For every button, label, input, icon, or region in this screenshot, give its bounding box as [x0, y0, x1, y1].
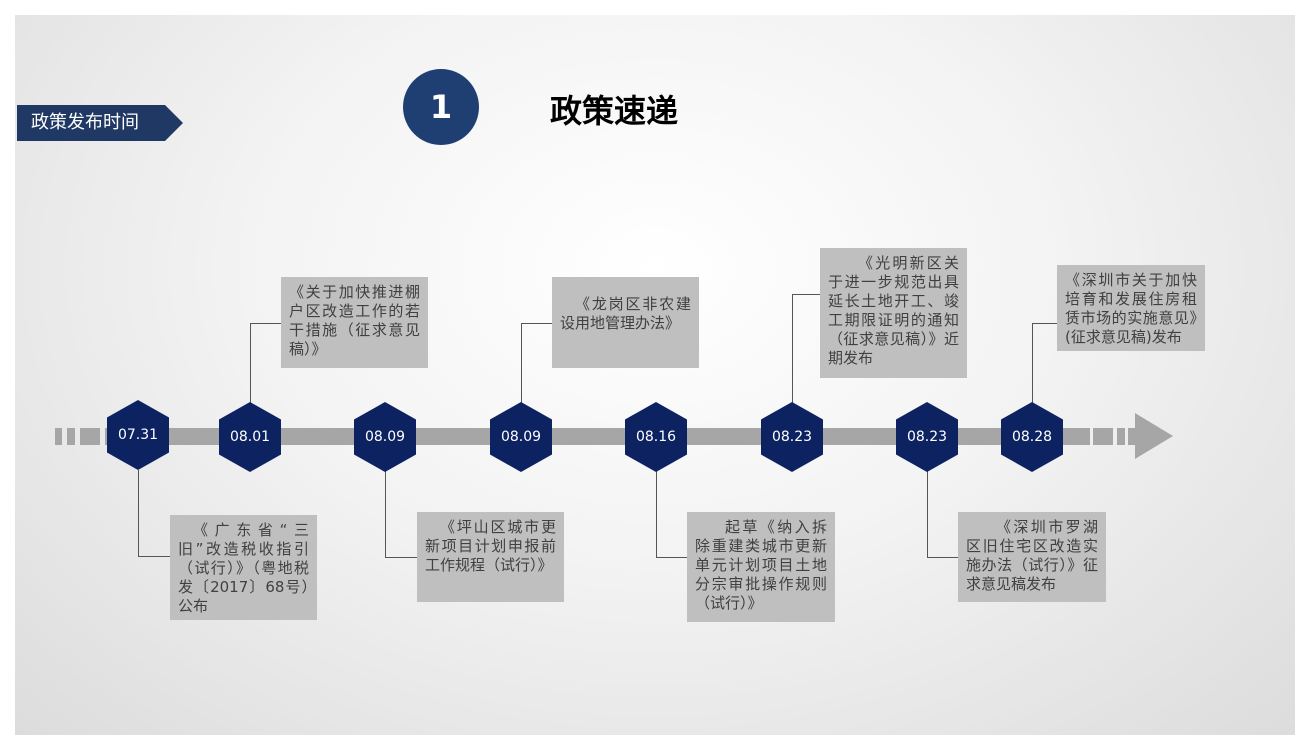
- event-description: 起草《纳入拆除重建类城市更新单元计划项目土地分宗审批操作规则（试行）》: [687, 512, 835, 622]
- event-description: 《光明新区关于进一步规范出具延长土地开工、竣工期限证明的通知（征求意见稿）》近期…: [820, 248, 967, 378]
- event-description: 《深圳市关于加快培育和发展住房租赁市场的实施意见》(征求意见稿)发布: [1057, 265, 1205, 351]
- section-tag: 政策发布时间: [17, 105, 183, 141]
- event-description: 《坪山区城市更新项目计划申报前工作规程（试行）》: [417, 512, 564, 602]
- page-title: 政策速递: [550, 92, 679, 130]
- event-description: 《关于加快推进棚户区改造工作的若干措施（征求意见稿）》: [281, 277, 428, 368]
- event-description: 《深圳市罗湖区旧住宅区改造实施办法（试行）》征求意见稿发布: [958, 512, 1106, 602]
- arrow-head-icon: [1135, 413, 1173, 459]
- event-description: 《龙岗区非农建设用地管理办法》: [552, 277, 699, 368]
- event-description: 《广东省“三旧”改造税收指引（试行）》（粤地税发〔2017〕68号）公布: [170, 515, 317, 620]
- section-number-badge: 1: [403, 69, 479, 145]
